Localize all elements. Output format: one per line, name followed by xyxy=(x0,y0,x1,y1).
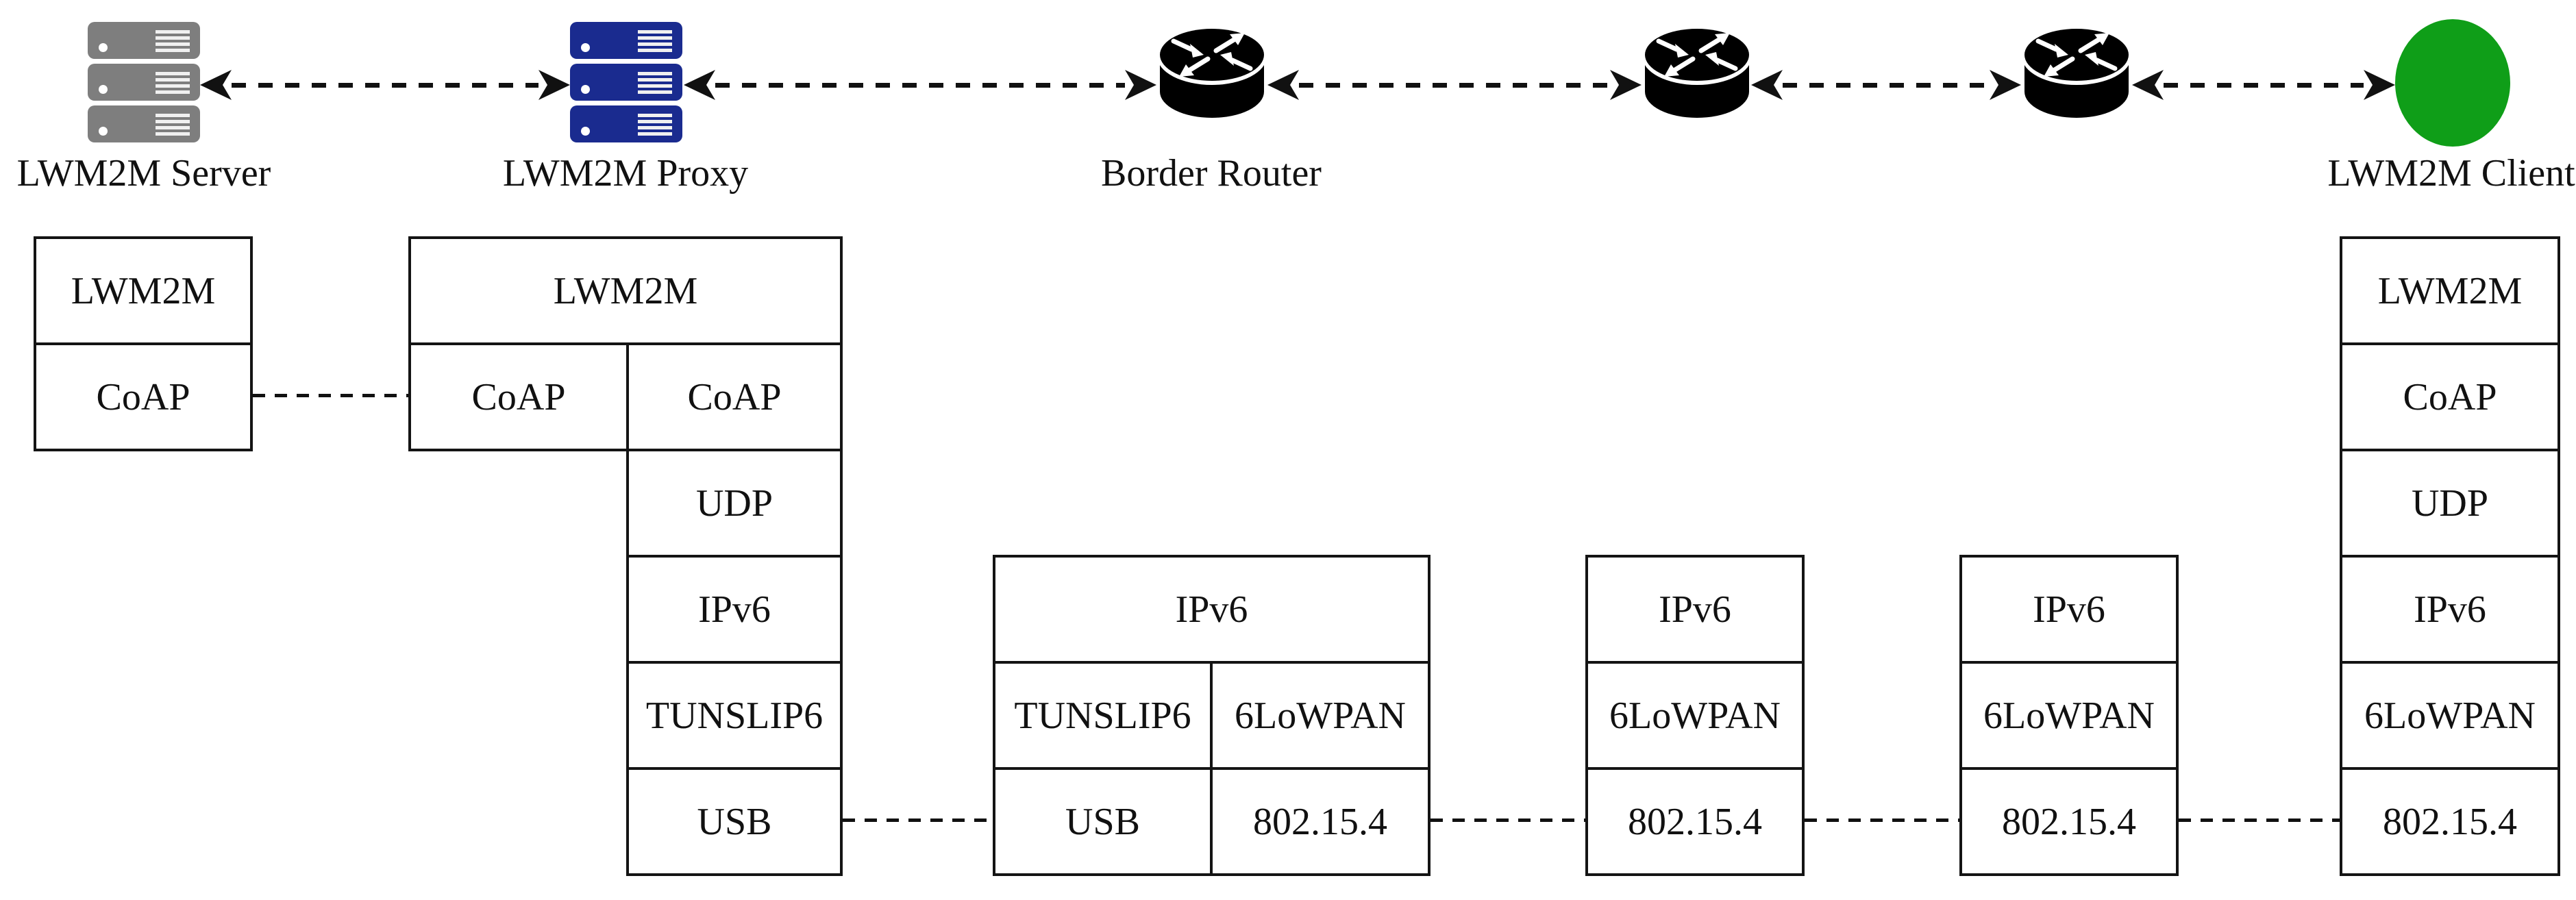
stack-cell-server-coap: CoAP xyxy=(34,342,253,451)
server-led-dot xyxy=(99,43,108,52)
server-vent-lines xyxy=(638,114,672,136)
stack-cell-proxy-tunslip6: TUNSLIP6 xyxy=(626,661,843,770)
stack-cell-router-b-802154: 802.15.4 xyxy=(1959,767,2179,876)
server-led-dot xyxy=(581,127,590,136)
router-icon xyxy=(2021,25,2132,122)
stack-cell-client-6lowpan: 6LoWPAN xyxy=(2340,661,2560,770)
server-led-dot xyxy=(99,127,108,136)
client-icon xyxy=(2395,19,2510,147)
stack-cell-proxy-coap-right: CoAP xyxy=(626,342,843,451)
dashed-line xyxy=(1299,82,1610,88)
stack-cell-server-lwm2m: LWM2M xyxy=(34,236,253,345)
stack-cell-client-udp: UDP xyxy=(2340,449,2560,558)
stack-cell-router-a-ipv6: IPv6 xyxy=(1585,555,1805,664)
router-icon xyxy=(1642,25,1753,122)
arrowhead-left-icon xyxy=(2132,70,2164,100)
stack-cell-proxy-lwm2m: LWM2M xyxy=(408,236,843,345)
stack-cell-router-b-6lowpan: 6LoWPAN xyxy=(1959,661,2179,770)
server-rack-unit xyxy=(88,22,200,59)
router-icon xyxy=(1156,25,1267,122)
node-label-lwm2m-client: LWM2M Client xyxy=(2327,152,2575,195)
dashed-line xyxy=(232,82,538,88)
arrowhead-left-icon xyxy=(200,70,232,100)
arrowhead-left-icon xyxy=(684,70,715,100)
stack-cell-client-ipv6: IPv6 xyxy=(2340,555,2560,664)
server-vent-lines xyxy=(156,72,190,94)
proxy-rack-unit xyxy=(570,22,682,59)
server-vent-lines xyxy=(156,30,190,52)
proxy-icon xyxy=(570,22,682,142)
link-802154-router-a-router-b xyxy=(1805,818,1959,822)
stack-cell-router-a-6lowpan: 6LoWPAN xyxy=(1585,661,1805,770)
stack-cell-proxy-udp: UDP xyxy=(626,449,843,558)
server-rack-unit xyxy=(88,105,200,142)
dashed-line xyxy=(715,82,1125,88)
server-led-dot xyxy=(581,85,590,94)
stack-cell-proxy-coap-left: CoAP xyxy=(408,342,629,451)
stack-cell-border-ipv6: IPv6 xyxy=(993,555,1431,664)
stack-cell-border-802154: 802.15.4 xyxy=(1210,767,1431,876)
stack-cell-client-coap: CoAP xyxy=(2340,342,2560,451)
proxy-rack-unit xyxy=(570,105,682,142)
link-border-router-router-a xyxy=(1267,68,1642,101)
stack-cell-border-tunslip6: TUNSLIP6 xyxy=(993,661,1213,770)
dashed-line xyxy=(1783,82,1990,88)
arrowhead-left-icon xyxy=(1267,70,1299,100)
link-802154-router-b-client xyxy=(2179,818,2340,822)
server-vent-lines xyxy=(638,30,672,52)
stack-cell-client-802154: 802.15.4 xyxy=(2340,767,2560,876)
server-rack-unit xyxy=(88,64,200,101)
stack-cell-router-a-802154: 802.15.4 xyxy=(1585,767,1805,876)
arrowhead-right-icon xyxy=(1990,70,2021,100)
link-server-proxy xyxy=(200,68,570,101)
link-proxy-border-router xyxy=(684,68,1156,101)
stack-cell-proxy-usb: USB xyxy=(626,767,843,876)
stack-cell-router-b-ipv6: IPv6 xyxy=(1959,555,2179,664)
dashed-line xyxy=(2164,82,2364,88)
link-router-a-router-b xyxy=(1751,68,2021,101)
server-vent-lines xyxy=(156,114,190,136)
stack-cell-border-usb: USB xyxy=(993,767,1213,876)
proxy-rack-unit xyxy=(570,64,682,101)
link-router-b-client xyxy=(2132,68,2395,101)
server-led-dot xyxy=(581,43,590,52)
arrowhead-right-icon xyxy=(538,70,570,100)
arrowhead-right-icon xyxy=(2364,70,2395,100)
stack-cell-border-6lowpan: 6LoWPAN xyxy=(1210,661,1431,770)
link-usb-usb xyxy=(843,818,993,822)
node-label-lwm2m-proxy: LWM2M Proxy xyxy=(502,152,749,195)
server-led-dot xyxy=(99,85,108,94)
link-coap-coap xyxy=(253,394,408,397)
node-label-lwm2m-server: LWM2M Server xyxy=(16,152,271,195)
arrowhead-left-icon xyxy=(1751,70,1783,100)
server-vent-lines xyxy=(638,72,672,94)
arrowhead-right-icon xyxy=(1125,70,1156,100)
stack-cell-client-lwm2m: LWM2M xyxy=(2340,236,2560,345)
server-icon xyxy=(88,22,200,142)
node-label-border-router: Border Router xyxy=(1101,152,1322,195)
arrowhead-right-icon xyxy=(1610,70,1642,100)
link-802154-border-router-a xyxy=(1431,818,1585,822)
stack-cell-proxy-ipv6: IPv6 xyxy=(626,555,843,664)
